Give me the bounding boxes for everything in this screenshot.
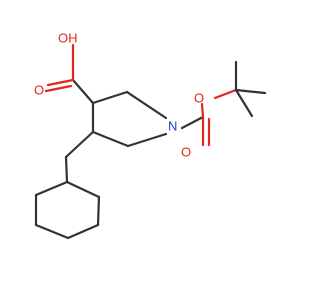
bond-cy6 xyxy=(34,180,69,197)
pyrrolidine-ring xyxy=(91,90,168,148)
bond-n-c5 xyxy=(126,132,168,148)
hydroxyl-label: OH xyxy=(58,31,78,46)
bond-c-o-double-a xyxy=(46,78,75,87)
bond-c3-carboxyl xyxy=(71,78,95,105)
bond-c3-c2 xyxy=(91,90,129,105)
bond-c-o-double-b xyxy=(44,84,73,93)
boc-group xyxy=(180,60,267,147)
cyclohexylmethyl-group xyxy=(34,130,101,240)
bond-ctert-me3 xyxy=(234,88,254,118)
bond-c2-n xyxy=(125,90,168,120)
bond-c5-c4 xyxy=(91,130,130,148)
bond-cy1 xyxy=(65,180,101,199)
carboxylic-acid-group xyxy=(44,43,95,105)
molecule-structure: OH O N O O xyxy=(34,31,267,240)
bond-n-carbonyl xyxy=(180,115,205,130)
ester-oxygen-label: O xyxy=(194,91,204,106)
acid-carbonyl-oxygen-label: O xyxy=(34,83,44,98)
ring-nitrogen-label: N xyxy=(168,119,177,134)
boc-carbonyl-oxygen-label: O xyxy=(181,145,191,160)
bond-ch2-cy xyxy=(64,155,69,184)
bond-ctert-me2 xyxy=(234,88,267,95)
bond-cy4 xyxy=(34,223,70,240)
bond-cy2 xyxy=(96,195,101,227)
bond-cy3 xyxy=(66,223,100,240)
bond-oester-ctert xyxy=(213,88,238,100)
bond-c4-ch2 xyxy=(64,130,95,159)
bond-carbonyl-oester xyxy=(200,102,205,119)
